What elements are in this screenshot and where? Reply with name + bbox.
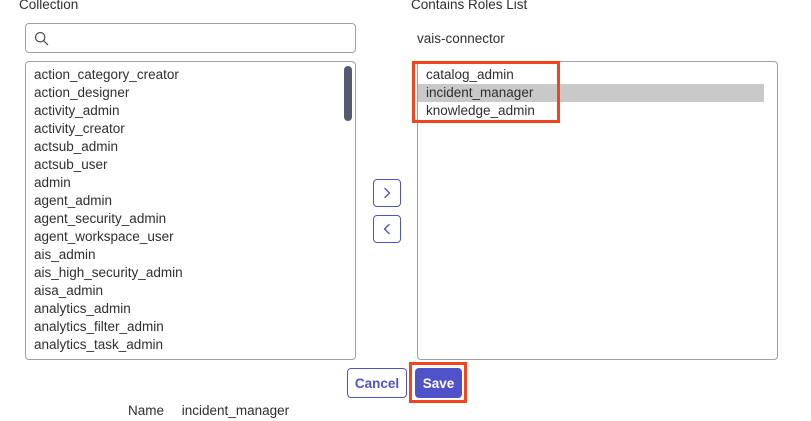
- collection-list-item[interactable]: admin: [34, 175, 71, 190]
- collection-scrollbar-thumb[interactable]: [344, 66, 352, 121]
- chevron-right-icon: [380, 186, 394, 200]
- collection-list-item[interactable]: analytics_filter_admin: [34, 319, 164, 334]
- collection-list-item[interactable]: action_category_creator: [34, 67, 179, 82]
- search-icon: [34, 31, 49, 46]
- name-field-value: incident_manager: [181, 403, 290, 418]
- collection-list-item[interactable]: activity_creator: [34, 121, 125, 136]
- save-button[interactable]: Save: [415, 368, 462, 398]
- collection-list-item[interactable]: analytics_task_admin: [34, 337, 164, 352]
- name-field-label: Name: [128, 403, 165, 418]
- connector-name-text: vais-connector: [417, 31, 505, 46]
- collection-list-item[interactable]: activity_admin: [34, 103, 120, 118]
- cancel-button[interactable]: Cancel: [347, 368, 407, 398]
- search-input[interactable]: [55, 29, 347, 47]
- collection-list-item[interactable]: action_designer: [34, 85, 130, 100]
- collection-list-item[interactable]: ais_admin: [34, 247, 96, 262]
- collection-list-item[interactable]: agent_admin: [34, 193, 113, 208]
- contains-roles-list-item[interactable]: incident_manager: [418, 84, 764, 102]
- collection-list-item[interactable]: agent_security_admin: [34, 211, 167, 226]
- collection-list-item[interactable]: actsub_user: [34, 157, 108, 172]
- move-right-button[interactable]: [373, 179, 401, 207]
- chevron-left-icon: [380, 222, 394, 236]
- contains-roles-panel-label: Contains Roles List: [411, 0, 528, 12]
- name-field-row: Name incident_manager: [128, 403, 289, 418]
- collection-list-item[interactable]: analytics_admin: [34, 301, 131, 316]
- move-left-button[interactable]: [373, 215, 401, 243]
- collection-list-item[interactable]: agent_workspace_user: [34, 229, 174, 244]
- contains-roles-list-item[interactable]: knowledge_admin: [426, 103, 535, 118]
- search-box[interactable]: [25, 23, 356, 53]
- collection-panel-label: Collection: [19, 0, 79, 12]
- collection-list-item[interactable]: actsub_admin: [34, 139, 119, 154]
- contains-roles-list-item[interactable]: catalog_admin: [426, 67, 514, 82]
- collection-list-item[interactable]: ais_high_security_admin: [34, 265, 183, 280]
- collection-list-item[interactable]: aisa_admin: [34, 283, 104, 298]
